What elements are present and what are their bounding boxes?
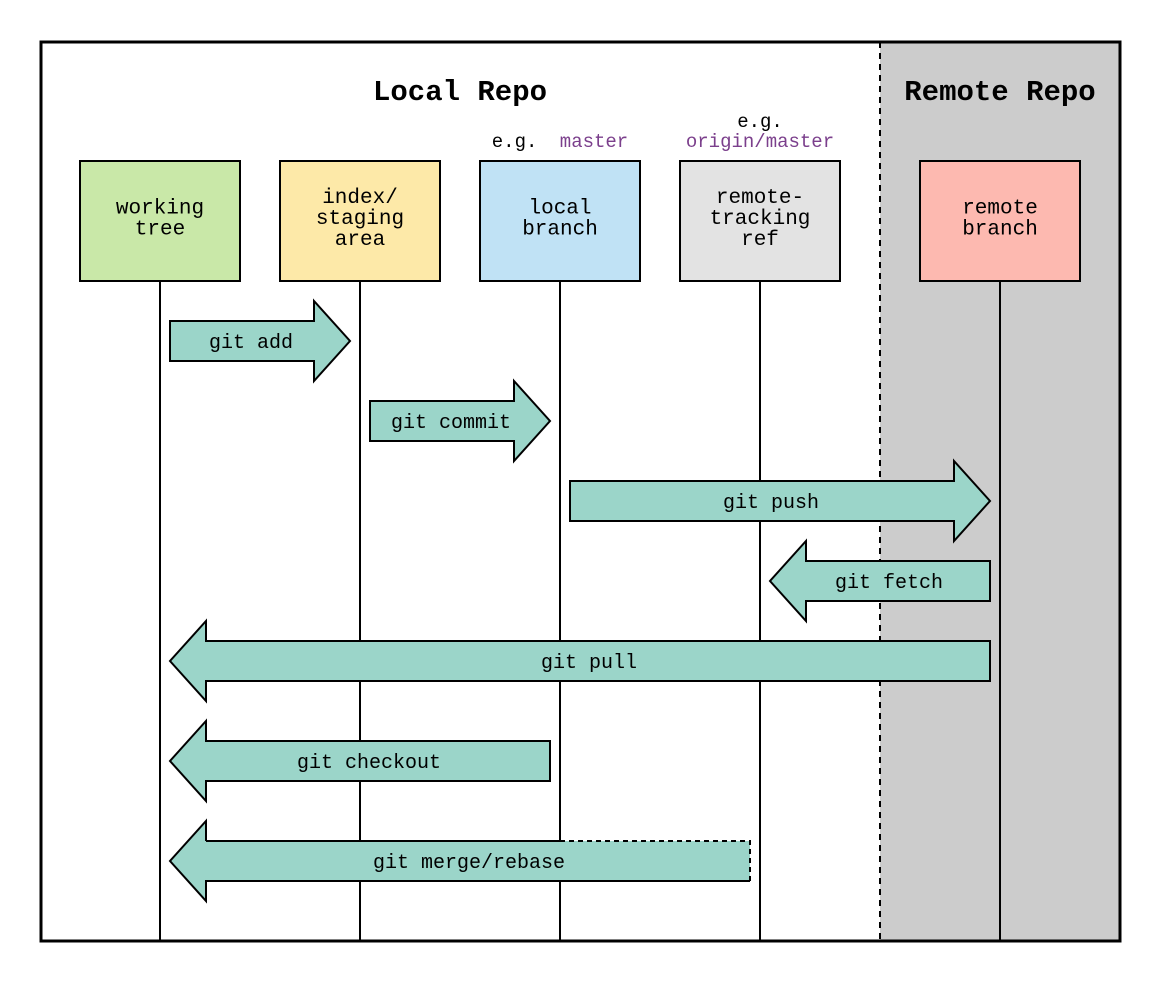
git-push-arrow-shape	[569, 458, 992, 544]
git-fetch-arrow-shape	[768, 538, 991, 624]
git-merge-rebase-arrow-outline	[168, 818, 750, 904]
git-commit-label: git commit	[391, 412, 511, 435]
git-merge-rebase-arrow-dashed-edge	[560, 840, 751, 881]
git-fetch-arrow: git fetch	[768, 538, 991, 624]
git-pull-arrow: git pull	[168, 618, 991, 704]
local-repo-title: Local Repo	[373, 76, 547, 109]
git-checkout-arrow: git checkout	[168, 718, 551, 804]
local-branch-label-line: branch	[522, 219, 598, 242]
git-pull-arrow-shape	[168, 618, 991, 704]
git-pull-label: git pull	[541, 652, 637, 675]
master-example: master	[560, 131, 628, 153]
origin-master-example: origin/master	[686, 131, 834, 153]
git-fetch-label: git fetch	[835, 572, 943, 595]
working-tree-box-shape	[79, 160, 241, 282]
remote-branch-label-line: remote	[962, 198, 1038, 221]
local-branch-label-line: local	[528, 198, 591, 221]
remote-tracking-ref-box-shape	[679, 160, 841, 282]
local-branch-box-shape	[479, 160, 641, 282]
git-add-arrow: git add	[169, 298, 352, 384]
git-merge-rebase-arrow: git merge/rebase	[168, 818, 751, 904]
working-tree-label-line: tree	[135, 219, 185, 242]
remote-branch-box-shape	[919, 160, 1081, 282]
git-checkout-arrow-shape	[168, 718, 551, 804]
git-add-label: git add	[209, 332, 293, 355]
diagram-frame	[39, 40, 1122, 943]
remote-tracking-ref-label-line: remote-	[716, 187, 804, 210]
git-push-arrow: git push	[569, 458, 992, 544]
git-commit-arrow-shape	[369, 378, 552, 464]
remote-repo-title: Remote Repo	[904, 76, 1095, 109]
staging-area-box-shape	[279, 160, 441, 282]
remote-tracking-ref-label-line: tracking	[710, 208, 811, 231]
remote-tracking-ref-label-line: ref	[741, 229, 779, 252]
git-merge-rebase-label: git merge/rebase	[373, 852, 565, 875]
working-tree-label-line: working	[116, 198, 204, 221]
eg-label: e.g.	[492, 131, 538, 153]
staging-area-label-line: index/	[322, 187, 398, 210]
git-add-arrow-shape	[169, 298, 352, 384]
staging-area-label-line: area	[335, 229, 385, 252]
staging-area-label-line: staging	[316, 208, 404, 231]
git-commit-arrow: git commit	[369, 378, 552, 464]
remote-branch-label-line: branch	[962, 219, 1038, 242]
remote-tracking-eg-label: e.g.	[737, 111, 783, 133]
local-branch-annotation: e.g. master	[492, 131, 628, 153]
git-checkout-label: git checkout	[297, 752, 441, 775]
git-push-label: git push	[723, 492, 819, 515]
